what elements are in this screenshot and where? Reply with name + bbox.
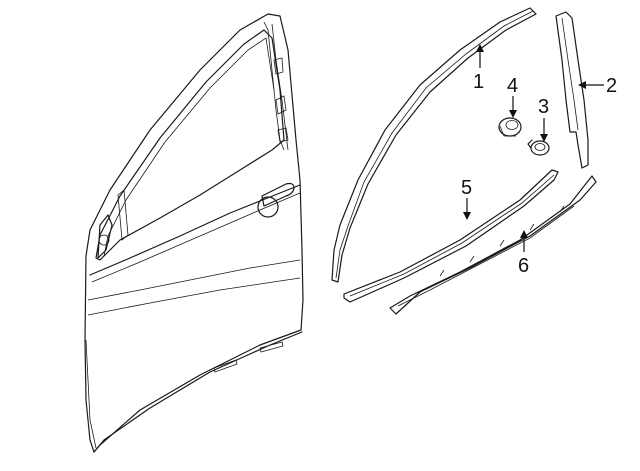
- part-2-pillar-applique: [555, 11, 589, 169]
- part-1-frame-molding: [331, 7, 537, 283]
- callout-label-1: 1: [473, 71, 484, 93]
- callout-label-2: 2: [606, 75, 617, 97]
- part-4-grommet: [498, 117, 522, 137]
- callout-1: 1: [473, 44, 484, 93]
- part-5-belt-weatherstrip: [343, 169, 559, 303]
- callout-label-6: 6: [518, 255, 529, 277]
- callout-label-3: 3: [538, 96, 549, 118]
- door-shell: [84, 13, 304, 453]
- callout-label-5: 5: [461, 177, 472, 199]
- callout-5: 5: [461, 177, 472, 220]
- callout-label-4: 4: [507, 75, 518, 97]
- callout-4: 4: [507, 75, 518, 118]
- part-3-clip: [527, 139, 550, 156]
- callout-2: 2: [578, 75, 617, 97]
- callout-6: 6: [518, 230, 529, 277]
- part-6-lower-molding: [389, 175, 597, 315]
- callout-3: 3: [538, 96, 549, 142]
